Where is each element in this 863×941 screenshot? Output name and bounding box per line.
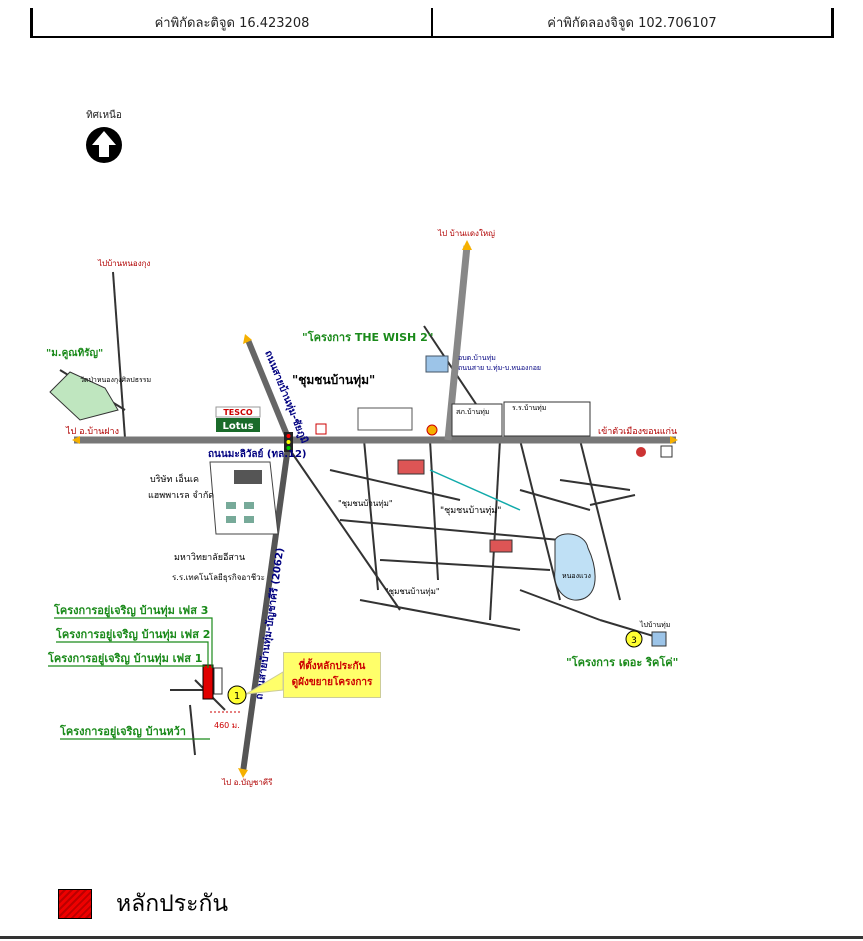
north-road-arrow-icon	[462, 240, 472, 250]
north-road	[444, 245, 471, 441]
north-arrow-icon	[86, 127, 122, 163]
temple-building-icon	[489, 539, 513, 553]
legend-swatch-icon	[58, 889, 92, 919]
callout-line2: ดูผังขยายโครงการ	[291, 677, 373, 688]
market-block	[357, 407, 413, 431]
legend: หลักประกัน	[58, 886, 228, 922]
marker-3-icon	[625, 630, 643, 648]
hospital-icon	[660, 445, 673, 458]
school-label: ร.ร.บ้านทุ่ม	[512, 404, 546, 412]
tech-school-label: ร.ร.เทคโนโลยีธุรกิจอาชีวะ	[172, 572, 265, 582]
project-phase1-label: โครงการอยู่เจริญ บ้านทุ่ม เฟส 1	[47, 651, 202, 666]
svg-text:Lotus: Lotus	[222, 421, 253, 432]
north-indicator: ทิศเหนือ	[80, 108, 128, 169]
marker-1-icon	[227, 685, 247, 705]
community-building-icon	[397, 459, 425, 475]
latitude-cell: ค่าพิกัดละติจูด 16.423208	[33, 8, 433, 36]
wish2-building-icon	[425, 355, 449, 373]
seven-eleven-icon	[315, 423, 327, 435]
northwest-road	[245, 338, 292, 442]
east-arrow-icon	[670, 436, 678, 444]
coordinate-table: ค่าพิกัดละติจูด 16.423208 ค่าพิกัดลองจิจ…	[30, 8, 834, 38]
lake-label: หนองแวง	[562, 572, 591, 580]
northwest-road-arrow-icon	[243, 334, 252, 344]
village-2-label: "ชุมชนบ้านทุ่ม"	[338, 499, 393, 508]
village-4-label: "ชุมชนบ้านทุ่ม"	[385, 587, 440, 596]
temple-label: วัดป่าหนองกุงศิลปธรรม	[80, 376, 151, 384]
marker-3-label: 3	[631, 636, 637, 646]
company-line1: บริษัท เอ็นเค	[150, 472, 199, 485]
ritz-building-icon	[651, 631, 667, 647]
company-line2: แฮพพาเรล จำกัด	[148, 490, 214, 501]
distance-label: 460 ม.	[214, 721, 240, 730]
gas-drop-icon	[636, 447, 646, 457]
to-east-label: ไปบ้านทุ่ม	[639, 620, 670, 629]
the-ritz-label: "โครงการ เดอะ ริคโค่"	[566, 655, 678, 669]
svg-text:อบต.บ้านทุ่ม: อบต.บ้านทุ่ม	[458, 354, 496, 362]
university-label: มหาวิทยาลัยอีสาน	[174, 552, 245, 563]
school-block	[503, 401, 591, 437]
canal-line	[429, 469, 521, 511]
collateral-callout: ที่ตั้งหลักประกัน ดูผังขยายโครงการ	[283, 652, 381, 698]
to-khonkaen-label: เข้าตัวเมืองขอนแก่น	[598, 426, 677, 437]
gas-station-icon	[426, 424, 438, 436]
west-arrow-icon	[72, 436, 80, 444]
to-bannonkhong-label: ไปบ้านหนองกุง	[97, 259, 150, 268]
project-banwa-label: โครงการอยู่เจริญ บ้านหว้า	[59, 724, 186, 739]
to-south-label: ไป อ.บัญชาคีรี	[221, 778, 273, 787]
to-banfang-label: ไป อ.บ้านฝาง	[65, 426, 119, 437]
svg-text:ถนนสาย บ.ทุ่ม-บ.หนองกอย: ถนนสาย บ.ทุ่ม-บ.หนองกอย	[458, 364, 541, 372]
lake-shape	[554, 533, 596, 601]
m-khunthiya-label: "ม.คูณทิรัญ"	[46, 347, 103, 360]
project-phase3-label: โครงการอยู่เจริญ บ้านทุ่ม เฟส 3	[53, 603, 208, 618]
tesco-lotus-logo: TESCO Lotus	[215, 406, 261, 432]
marker-1-label: 1	[234, 691, 240, 702]
company-factory-block	[209, 461, 279, 535]
legend-label: หลักประกัน	[116, 891, 229, 917]
project-leader-lines	[48, 617, 213, 740]
village-3-label: "ชุมชนบ้านทุ่ม"	[440, 505, 501, 516]
to-bankwang-label: ไป บ้านแดงใหญ่	[437, 229, 495, 238]
collateral-plot-icon	[202, 664, 214, 700]
callout-line1: ที่ตั้งหลักประกัน	[298, 661, 366, 672]
longitude-cell: ค่าพิกัดลองจิจูด 102.706107	[547, 15, 717, 31]
village-main-label: "ชุมชนบ้านทุ่ม"	[292, 373, 375, 388]
m-khunthiya-compound-icon	[49, 371, 119, 421]
project-phase2-label: โครงการอยู่เจริญ บ้านทุ่ม เฟส 2	[55, 627, 210, 642]
road-2062	[240, 439, 292, 773]
main-road-label: ถนนมะลิวัลย์ (ทล.12)	[208, 448, 306, 460]
north-label: ทิศเหนือ	[86, 110, 122, 121]
bottom-rule	[0, 936, 863, 939]
svg-text:TESCO: TESCO	[223, 408, 253, 417]
wish2-label: "โครงการ THE WISH 2"	[302, 330, 433, 344]
south-road-arrow-icon	[238, 768, 248, 778]
police-block	[451, 403, 503, 437]
police-label: สภ.บ้านทุ่ม	[456, 408, 490, 416]
